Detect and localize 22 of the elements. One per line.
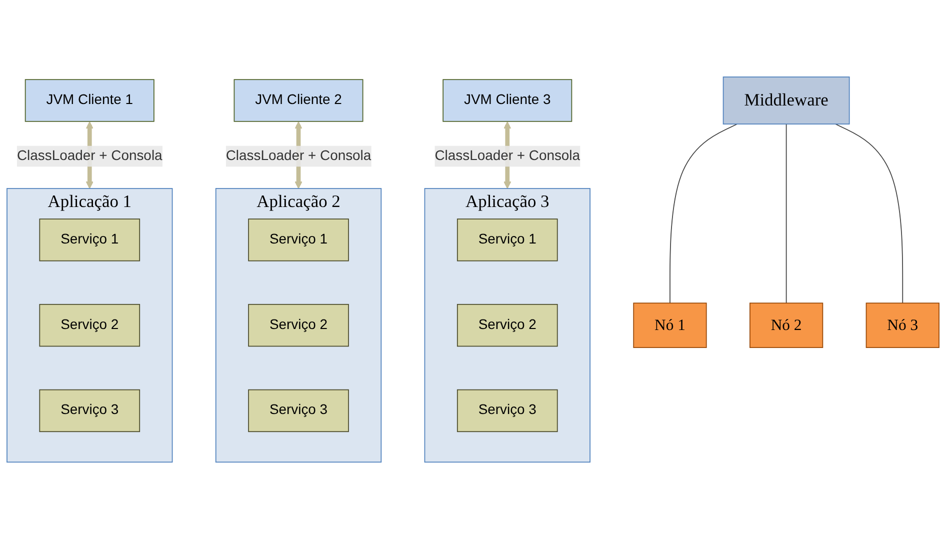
node-box: Serviço 2 <box>39 304 140 348</box>
node-box: Serviço 3 <box>39 390 140 432</box>
edge-label: ClassLoader + Consola <box>16 148 162 164</box>
node-box: JVM Cliente 3 <box>442 80 572 122</box>
node-box: JVM Cliente 1 <box>24 80 154 122</box>
connector <box>834 124 904 304</box>
node-box: Nó 3 <box>866 303 940 348</box>
edge-label: ClassLoader + Consola <box>226 148 372 164</box>
node-box: Middleware <box>722 77 850 125</box>
edge-label: ClassLoader + Consola <box>434 148 580 164</box>
node-box: Serviço 2 <box>248 304 349 348</box>
node-box: Serviço 2 <box>456 304 558 348</box>
node-box: Serviço 3 <box>248 390 349 432</box>
node-box: Serviço 1 <box>456 219 558 262</box>
node-box: Serviço 3 <box>456 390 558 432</box>
connector <box>670 124 738 304</box>
node-box: JVM Cliente 2 <box>234 80 364 122</box>
node-box: Serviço 1 <box>39 219 140 262</box>
connector <box>786 124 787 304</box>
node-box: Nó 1 <box>633 303 707 348</box>
node-box: Serviço 1 <box>248 219 349 262</box>
node-box: Nó 2 <box>750 303 824 348</box>
